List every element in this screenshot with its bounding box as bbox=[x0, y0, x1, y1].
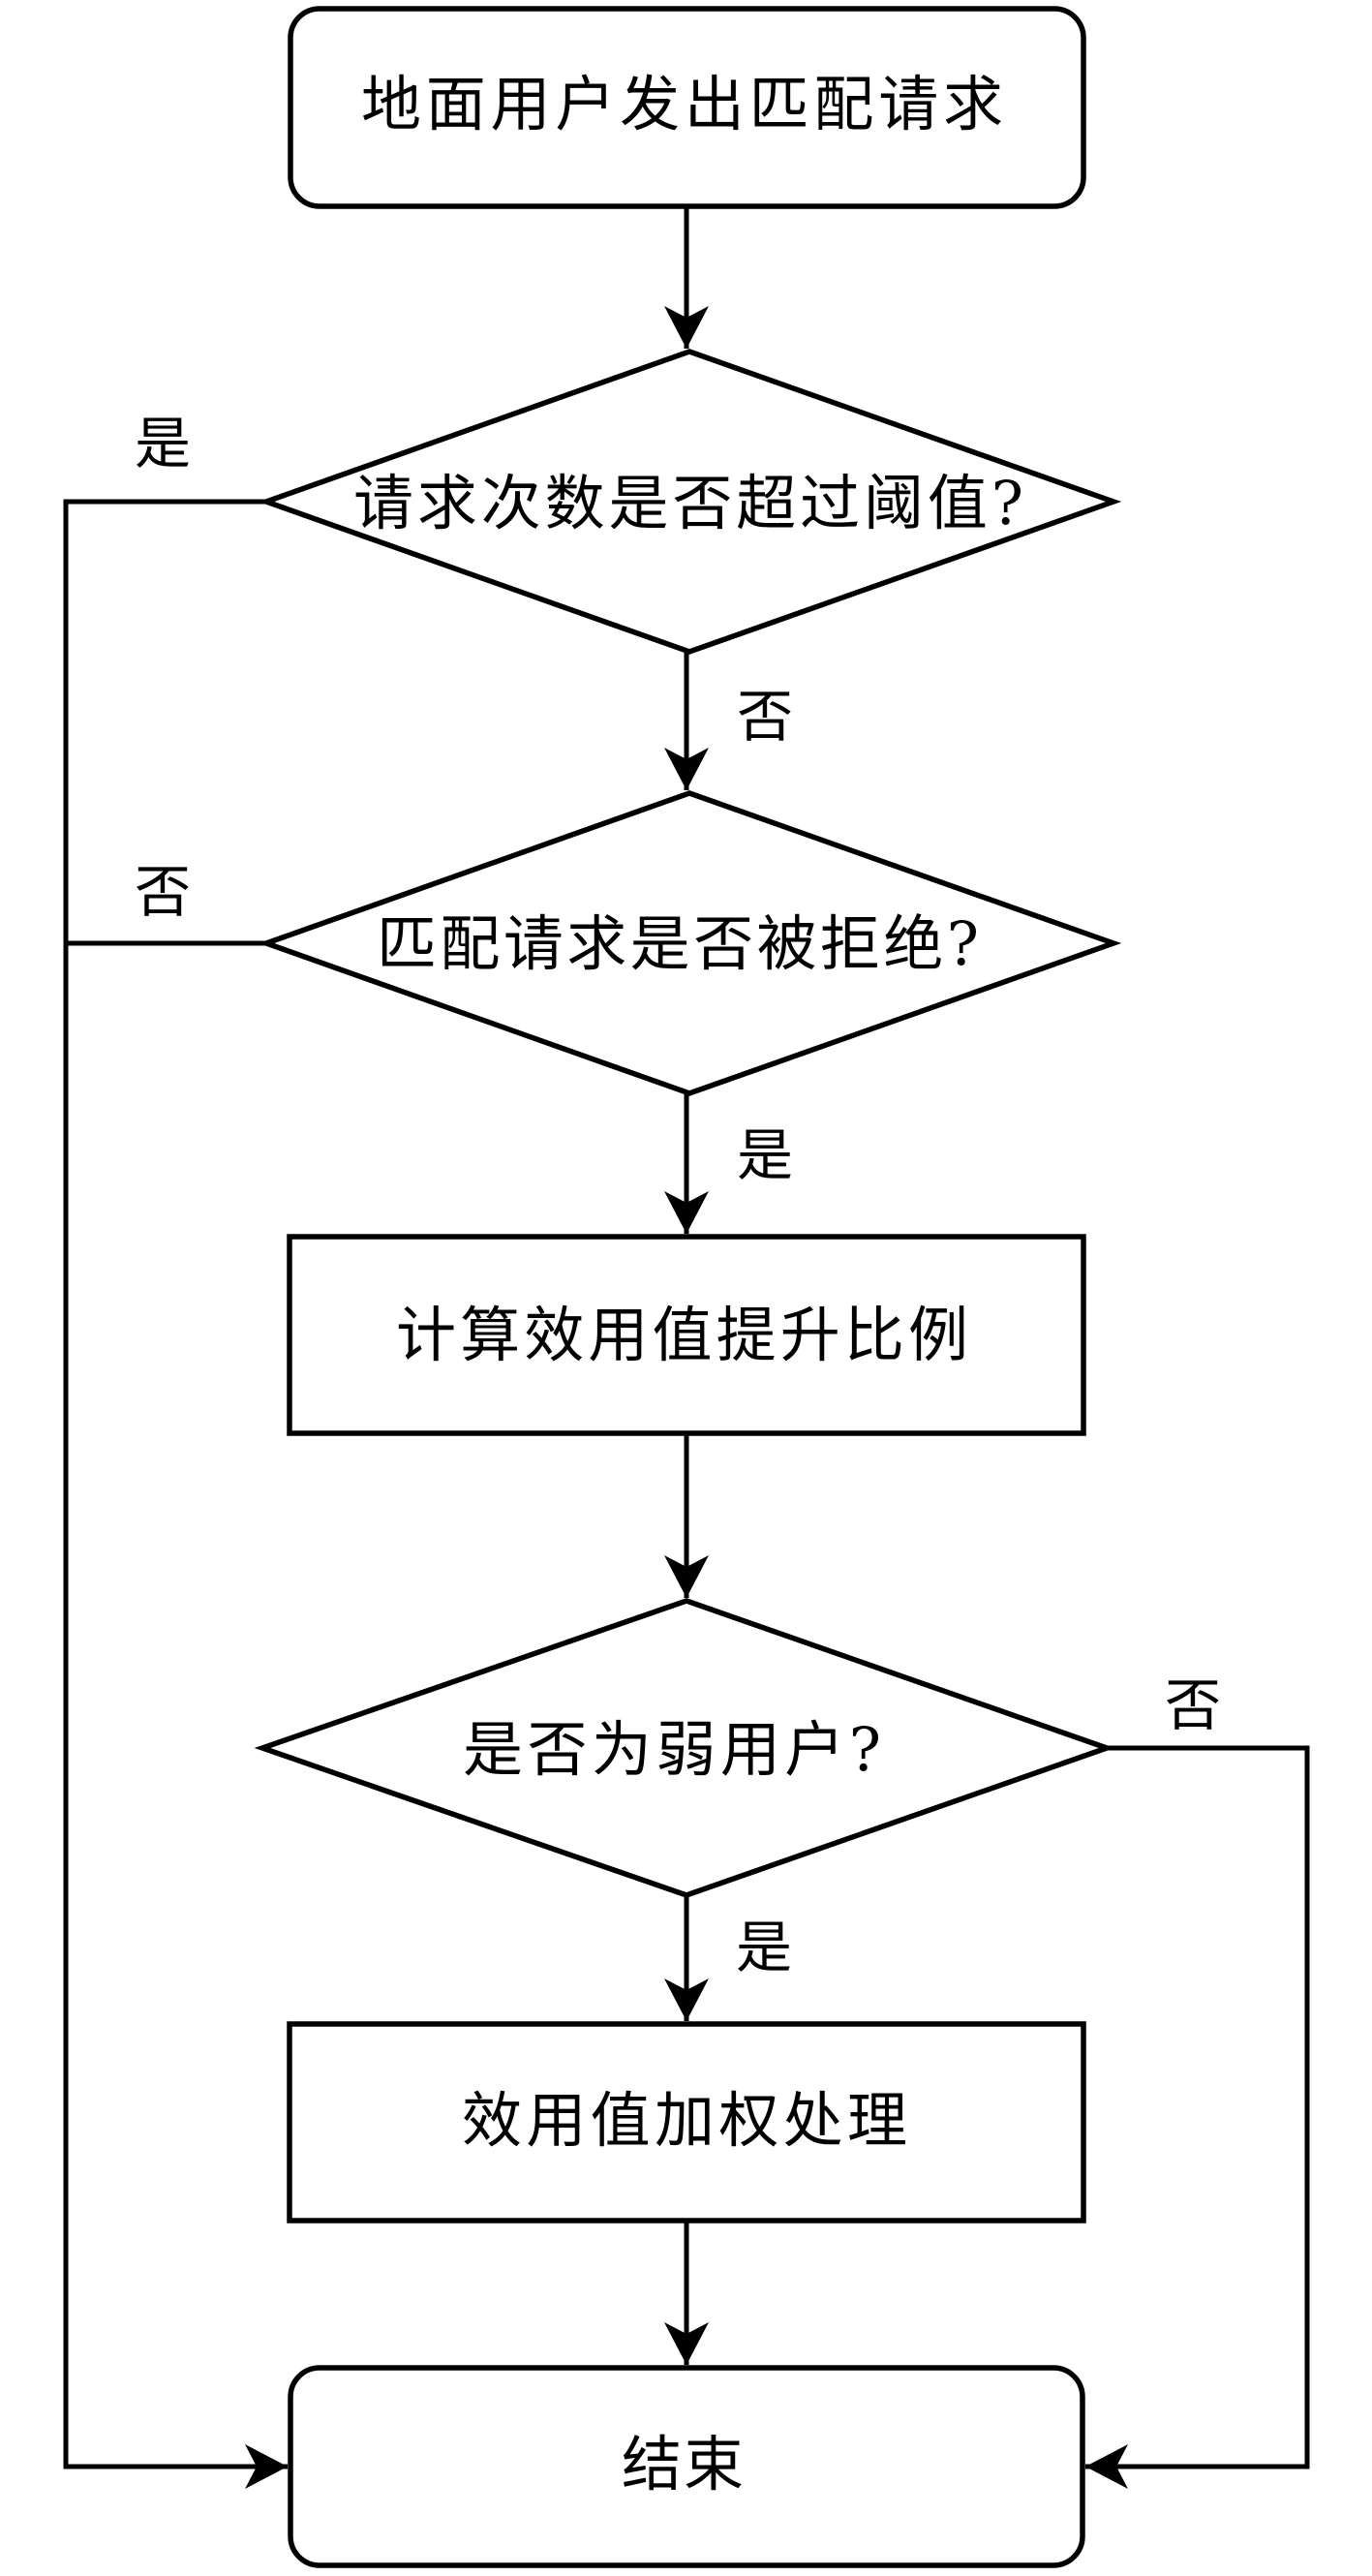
edge-threshold-yes-to-end bbox=[63, 499, 288, 2489]
edge-label-rejected-no: 否 bbox=[135, 859, 191, 925]
node-process-weight: 效用值加权处理 bbox=[287, 2021, 1086, 2223]
node-label-threshold: 请求次数是否超过阈值? bbox=[353, 468, 1023, 538]
decision-shape bbox=[258, 349, 1122, 655]
node-start: 地面用户发出匹配请求 bbox=[288, 6, 1086, 209]
edge-label-rejected-yes: 是 bbox=[737, 1122, 793, 1188]
node-decision-rejected: 匹配请求是否被拒绝? bbox=[258, 790, 1122, 1096]
terminal-shape bbox=[288, 6, 1086, 209]
node-label-end: 结束 bbox=[622, 2429, 744, 2499]
edge-labels: 是 否 否 是 否 是 bbox=[135, 411, 1221, 1980]
node-decision-weak: 是否为弱用户? bbox=[254, 1598, 1115, 1898]
node-end: 结束 bbox=[288, 2365, 1085, 2568]
process-shape bbox=[287, 1234, 1086, 1436]
node-label-weak: 是否为弱用户? bbox=[463, 1714, 881, 1785]
node-label-ratio: 计算效用值提升比例 bbox=[396, 1300, 968, 1370]
edge-label-threshold-yes: 是 bbox=[135, 411, 191, 476]
connectors bbox=[63, 206, 1310, 2489]
terminal-shape bbox=[288, 2365, 1085, 2568]
edge-label-weak-no: 否 bbox=[1165, 1672, 1221, 1738]
node-process-ratio: 计算效用值提升比例 bbox=[287, 1234, 1086, 1436]
process-shape bbox=[287, 2021, 1086, 2223]
decision-shape bbox=[258, 790, 1122, 1096]
node-label-weight: 效用值加权处理 bbox=[462, 2085, 907, 2156]
decision-shape bbox=[254, 1598, 1115, 1898]
edge-weak-no-to-end bbox=[1085, 1745, 1310, 2489]
node-label-rejected: 匹配请求是否被拒绝? bbox=[377, 908, 979, 979]
edge-label-weak-yes: 是 bbox=[736, 1915, 792, 1980]
edge-label-threshold-no: 否 bbox=[737, 684, 793, 750]
node-decision-threshold: 请求次数是否超过阈值? bbox=[258, 349, 1122, 655]
